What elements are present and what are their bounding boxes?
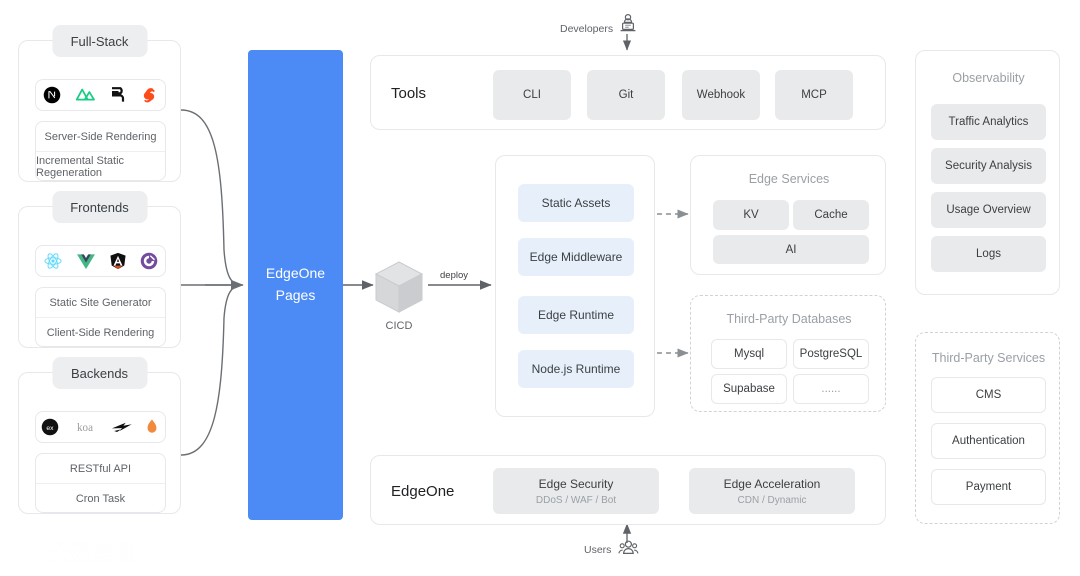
nuxt-icon — [75, 88, 95, 101]
feature-row: Server-Side Rendering — [44, 130, 157, 143]
tech-icon-strip-frontends — [35, 245, 166, 277]
angular-icon — [110, 252, 126, 270]
database-chip-mysql[interactable]: Mysql — [711, 339, 787, 369]
service-chip-authentication[interactable]: Authentication — [931, 423, 1046, 459]
edgeone-chip-edge-acceleration[interactable]: Edge Acceleration CDN / Dynamic — [689, 468, 855, 514]
hono-icon — [147, 419, 157, 433]
edge-services-panel: Edge Services KV Cache AI — [690, 155, 886, 275]
edge-services-title: Edge Services — [748, 172, 830, 186]
feature-row: Incremental Static Regeneration — [36, 151, 165, 180]
group-title-backends: Backends — [52, 357, 147, 389]
edge-security-sub: DDoS / WAF / Bot — [535, 494, 617, 506]
edge-service-chip-kv[interactable]: KV — [713, 200, 789, 230]
express-icon: ex — [42, 418, 59, 436]
group-title-full-stack: Full-Stack — [52, 25, 147, 57]
developers-label: Developers — [560, 23, 614, 35]
edge-service-chip-cache[interactable]: Cache — [793, 200, 869, 230]
runtime-chip-static-assets[interactable]: Static Assets — [518, 184, 634, 222]
third-party-databases-title: Third-Party Databases — [726, 312, 852, 326]
observability-chip-traffic-analytics[interactable]: Traffic Analytics — [931, 104, 1046, 140]
gatsby-icon — [141, 252, 158, 270]
group-title-frontends: Frontends — [52, 191, 147, 223]
users-label: Users — [584, 544, 612, 556]
observability-chip-security-analysis[interactable]: Security Analysis — [931, 148, 1046, 184]
database-chip-supabase[interactable]: Supabase — [711, 374, 787, 404]
feature-list-backends: RESTful API Cron Task — [35, 453, 166, 513]
edge-acceleration-title: Edge Acceleration — [723, 476, 821, 491]
svg-text:koa: koa — [77, 422, 93, 434]
observability-chip-usage-overview[interactable]: Usage Overview — [931, 192, 1046, 228]
service-chip-payment[interactable]: Payment — [931, 469, 1046, 505]
runtime-chip-edge-runtime[interactable]: Edge Runtime — [518, 296, 634, 334]
svg-text:ex: ex — [47, 425, 55, 432]
deploy-label: deploy — [440, 270, 468, 281]
feature-row: Cron Task — [36, 483, 165, 512]
tool-chip-mcp[interactable]: MCP — [775, 70, 853, 120]
group-frontends: Frontends — [18, 191, 181, 348]
runtime-panel: Static Assets Edge Middleware Edge Runti… — [495, 155, 655, 417]
vue-icon — [76, 253, 95, 269]
tool-chip-webhook[interactable]: Webhook — [682, 70, 760, 120]
tool-chip-git[interactable]: Git — [587, 70, 665, 120]
developer-icon — [616, 12, 640, 36]
edge-security-title: Edge Security — [538, 476, 614, 491]
tools-row: Tools CLI Git Webhook MCP — [370, 55, 886, 130]
tools-row-label: Tools — [391, 85, 427, 102]
svelte-icon — [143, 88, 155, 103]
feature-list-full-stack: Server-Side Rendering Incremental Static… — [35, 121, 166, 181]
database-chip-postgresql[interactable]: PostgreSQL — [793, 339, 869, 369]
edgeone-pages-label: EdgeOne Pages — [265, 265, 326, 303]
fastify-icon — [111, 422, 132, 432]
feature-row: RESTful API — [69, 462, 132, 475]
edgeone-chip-edge-security[interactable]: Edge Security DDoS / WAF / Bot — [493, 468, 659, 514]
group-backends: Backends ex koa RESTful API Cron Ta — [18, 357, 181, 514]
tool-chip-cli[interactable]: CLI — [493, 70, 571, 120]
observability-chip-logs[interactable]: Logs — [931, 236, 1046, 272]
third-party-services-panel: Third-Party Services CMS Authentication … — [915, 332, 1060, 524]
edgeone-pages-column[interactable]: EdgeOne Pages — [248, 50, 343, 520]
service-chip-cms[interactable]: CMS — [931, 377, 1046, 413]
third-party-databases-panel: Third-Party Databases Mysql PostgreSQL S… — [690, 295, 886, 412]
group-full-stack: Full-Stack S — [18, 25, 181, 182]
observability-panel: Observability Traffic Analytics Security… — [915, 50, 1060, 295]
observability-title: Observability — [952, 71, 1025, 85]
cicd-cube-icon — [370, 258, 428, 316]
feature-row: Client-Side Rendering — [36, 317, 165, 346]
runtime-chip-edge-middleware[interactable]: Edge Middleware — [518, 238, 634, 276]
database-chip-more[interactable]: ...... — [793, 374, 869, 404]
feature-list-frontends: Static Site Generator Client-Side Render… — [35, 287, 166, 347]
react-icon — [44, 253, 62, 269]
users-icon — [616, 537, 640, 561]
tech-icon-strip-backends: ex koa — [35, 411, 166, 443]
edgeone-row: EdgeOne Edge Security DDoS / WAF / Bot E… — [370, 455, 886, 525]
edge-service-chip-ai[interactable]: AI — [713, 235, 869, 264]
tech-icon-strip-full-stack — [35, 79, 166, 111]
koa-icon: koa — [77, 422, 93, 434]
edgeone-row-label: EdgeOne — [391, 482, 455, 500]
cicd-label: CICD — [385, 320, 413, 332]
nextjs-icon — [43, 86, 61, 104]
runtime-chip-nodejs-runtime[interactable]: Node.js Runtime — [518, 350, 634, 388]
edge-acceleration-sub: CDN / Dynamic — [737, 494, 807, 506]
feature-row: Static Site Generator — [49, 296, 152, 309]
third-party-services-title: Third-Party Services — [931, 351, 1046, 365]
remix-icon — [112, 87, 125, 102]
